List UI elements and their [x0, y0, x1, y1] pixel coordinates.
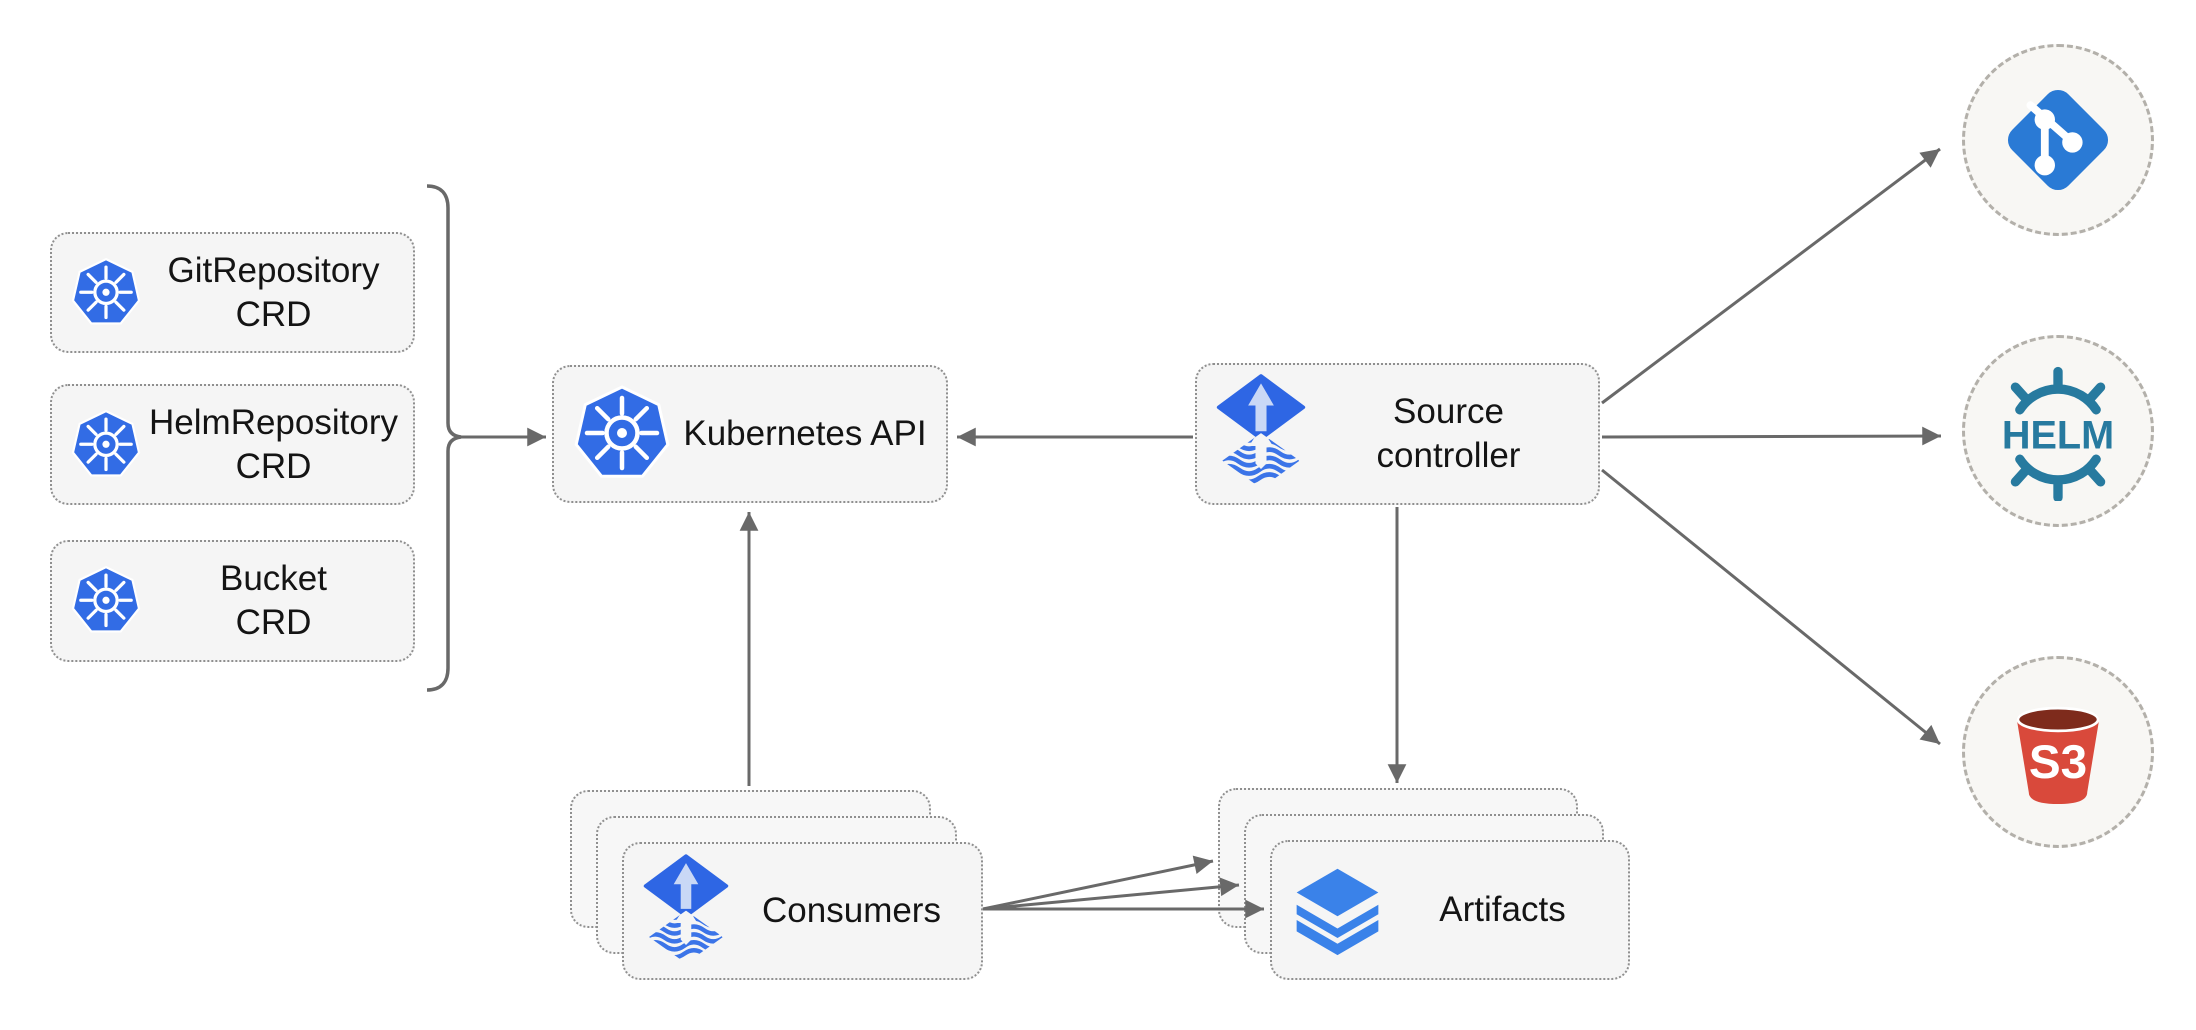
crd-node-gitrepository: GitRepository CRD: [50, 232, 415, 353]
flux-icon: [1216, 374, 1306, 485]
crd-helmrepository-label: HelmRepository CRD: [142, 401, 413, 489]
crd-helmrepository-line2: CRD: [235, 446, 312, 486]
kubernetes-icon: [71, 565, 141, 633]
s3-bucket-icon: S3: [2016, 706, 2100, 804]
git-icon: [2007, 89, 2109, 191]
helm-endpoint: HELM: [1962, 335, 2154, 527]
crd-helmrepository-line1: HelmRepository: [149, 402, 398, 442]
arrow-source-controller-to-git: [1601, 147, 1941, 405]
arrow-source-controller-to-s3: [1601, 468, 1941, 746]
crd-gitrepository-line1: GitRepository: [167, 250, 380, 290]
artifacts-label: Artifacts: [1439, 890, 1566, 929]
crd-gitrepository-label: GitRepository CRD: [142, 249, 413, 337]
crd-bucket-line2: CRD: [235, 603, 312, 642]
kubernetes-icon: [574, 385, 670, 478]
artifacts-node: Artifacts: [1270, 840, 1630, 980]
kubernetes-icon: [71, 409, 141, 477]
git-endpoint: [1962, 44, 2154, 236]
source-controller-label: Source controller: [1307, 390, 1598, 478]
s3-label: S3: [2029, 736, 2087, 789]
crd-bucket-label: Bucket CRD: [142, 557, 413, 645]
flux-icon: [643, 853, 729, 959]
consumers-node: Consumers: [622, 842, 983, 980]
kubernetes-api-label: Kubernetes API: [683, 414, 927, 453]
kubernetes-api-node: Kubernetes API: [552, 365, 948, 503]
arrow-consumers-to-artifacts-back: [982, 855, 1214, 911]
source-controller-line1: Source: [1393, 392, 1504, 431]
source-controller-node: Source controller: [1195, 363, 1600, 505]
consumers-label: Consumers: [762, 891, 941, 930]
arrow-consumers-to-artifacts-middle: [982, 877, 1240, 911]
crd-group-bracket: [426, 184, 462, 692]
helm-icon: HELM: [2002, 366, 2114, 501]
crd-node-helmrepository: HelmRepository CRD: [50, 384, 415, 505]
arrow-source-controller-to-helm: [1601, 426, 1942, 446]
helm-label: HELM: [2002, 414, 2114, 458]
crd-gitrepository-line2: CRD: [235, 294, 312, 334]
crd-bucket-line1: Bucket: [220, 559, 327, 598]
source-controller-line2: controller: [1376, 436, 1521, 475]
layers-icon: [1296, 868, 1379, 955]
kubernetes-icon: [71, 257, 141, 325]
s3-endpoint: S3: [1962, 656, 2154, 848]
crd-node-bucket: Bucket CRD: [50, 540, 415, 662]
